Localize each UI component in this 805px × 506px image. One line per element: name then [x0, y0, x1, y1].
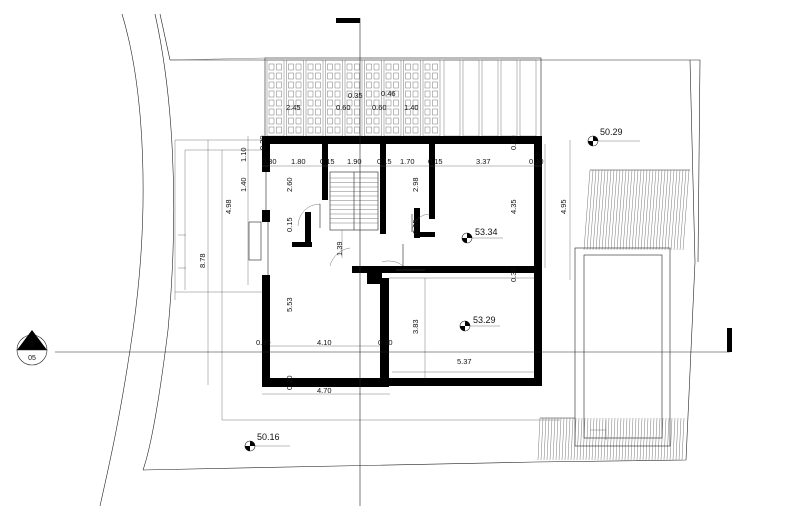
pergola — [264, 57, 542, 139]
dim-top-6: 0.15 — [428, 157, 443, 166]
dim-bottom-410: 4.10 — [317, 338, 332, 347]
walls — [262, 136, 542, 387]
dim-top-2: 0.15 — [320, 157, 335, 166]
dim-pergola-depth-right: 0.30 — [509, 135, 518, 150]
level-marker-ne: 50.29 — [587, 127, 640, 147]
dim-pergola-width: 2.45 — [286, 103, 301, 112]
dim-inner-260: 2.60 — [285, 177, 294, 192]
dim-inner-015a: 0.15 — [285, 217, 294, 232]
level-garden-sw: 50.16 — [257, 432, 280, 442]
dim-top-left-wall: 0.30 — [262, 157, 277, 166]
level-room-lower: 53.29 — [473, 315, 496, 325]
dim-bottom-537: 5.37 — [457, 357, 472, 366]
dim-inner-298: 2.98 — [411, 177, 420, 192]
dim-inner-015b: 0.15 — [411, 219, 420, 234]
dim-pergola-c: 0.60 — [336, 103, 351, 112]
dim-left-site: 8.78 — [198, 253, 207, 268]
doors — [297, 203, 431, 267]
section-lines — [55, 18, 732, 506]
dim-inner-139: 1.39 — [335, 241, 344, 256]
dim-right-495: 4.95 — [559, 199, 568, 214]
pool — [574, 247, 671, 447]
dim-left-total: 4.98 — [224, 199, 233, 214]
section-number: 1 — [30, 341, 34, 348]
decking — [537, 169, 690, 461]
level-marker-room-upper: 53.34 — [461, 227, 503, 244]
dim-top-5: 1.70 — [400, 157, 415, 166]
level-garden-ne: 50.29 — [600, 127, 623, 137]
dim-bottom-020: 0.20 — [285, 375, 294, 390]
pergola-slat — [481, 59, 499, 137]
pergola-slat — [462, 59, 480, 137]
dim-top-1: 1.80 — [291, 157, 306, 166]
dim-right-030: 0.30 — [509, 267, 518, 282]
pergola-slat — [443, 59, 461, 137]
dim-left-b: 1.40 — [239, 177, 248, 192]
dim-mid-383: 3.83 — [411, 319, 420, 334]
dimension-lines — [207, 136, 571, 421]
dim-bottom-mid-wall: 0.30 — [378, 338, 393, 347]
dim-pergola-a: 0.35 — [348, 91, 363, 100]
level-marker-sw: 50.16 — [244, 432, 290, 452]
site-boundary — [99, 13, 701, 506]
section-sheet: 05 — [28, 355, 36, 362]
dim-left-553: 5.53 — [285, 297, 294, 312]
dim-right-435: 4.35 — [509, 199, 518, 214]
level-markers: 50.29 53.34 53.29 50.16 — [244, 127, 640, 452]
dim-bottom-left-wall: 0.30 — [256, 338, 271, 347]
pergola-slat — [500, 59, 518, 137]
dim-top-3: 1.90 — [347, 157, 362, 166]
dim-pergola-d: 0.60 — [372, 103, 387, 112]
level-marker-room-lower: 53.29 — [459, 315, 500, 332]
pergola-slat — [519, 59, 537, 137]
dim-left-a: 1.10 — [239, 147, 248, 162]
dim-pergola-e: 1.40 — [404, 103, 419, 112]
dim-top-right-wall: 0.30 — [529, 157, 544, 166]
dim-pergola-depth: 0.30 — [258, 135, 267, 150]
dim-pergola-b: 0.46 — [381, 89, 396, 98]
dim-top-7: 3.37 — [476, 157, 491, 166]
terrace-left — [178, 149, 262, 290]
dim-bottom-470: 4.70 — [317, 386, 332, 395]
inner-lines — [270, 277, 534, 378]
section-marker: 1 05 — [16, 330, 48, 366]
level-room-upper: 53.34 — [475, 227, 498, 237]
dim-top-4: 0.15 — [377, 157, 392, 166]
dimension-labels: 2.45 0.35 0.46 0.60 0.60 1.40 0.30 0.30 … — [198, 89, 568, 395]
staircase — [329, 171, 379, 258]
